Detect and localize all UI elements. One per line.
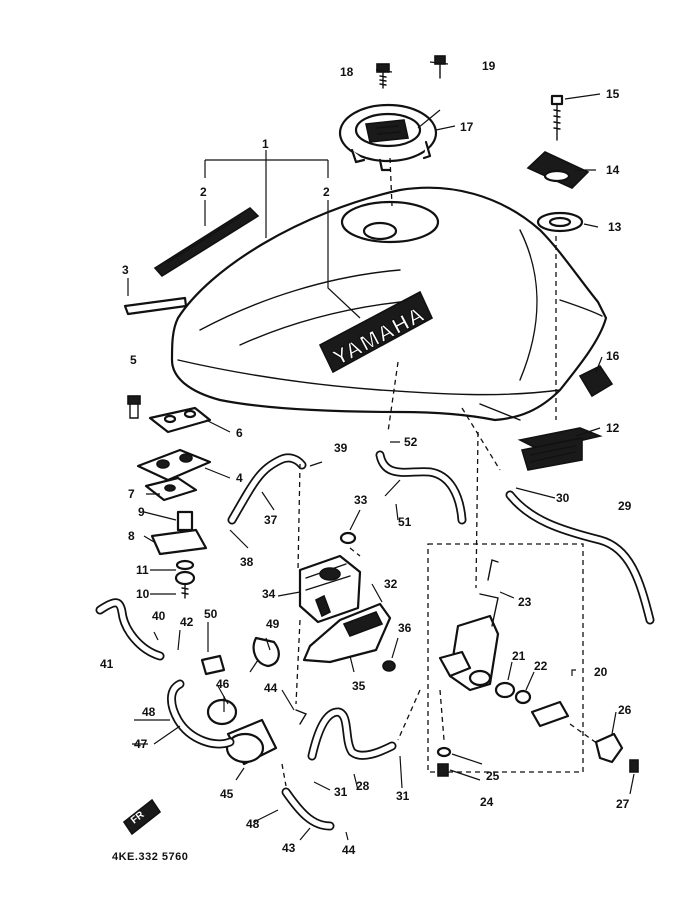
catalog-code: 4KE.332 5760 <box>112 851 188 863</box>
callout-49: 49 <box>266 617 280 631</box>
cover-plate <box>530 700 570 728</box>
callout-27: 27 <box>616 797 630 811</box>
callout-52: 52 <box>404 435 418 449</box>
fuel-hoses <box>95 450 655 831</box>
callout-21: 21 <box>512 649 526 663</box>
callout-labels: 1 2 2 3 5 6 4 7 9 8 11 10 12 13 14 15 16… <box>100 59 632 857</box>
callout-18: 18 <box>340 65 354 79</box>
callout-23: 23 <box>518 595 532 609</box>
callout-3: 3 <box>122 263 129 277</box>
callout-39: 39 <box>334 441 348 455</box>
callout-26: 26 <box>618 703 632 717</box>
callout-13: 13 <box>608 220 622 234</box>
callout-7: 7 <box>128 487 135 501</box>
callout-35: 35 <box>352 679 366 693</box>
fuel-pump-assembly-box <box>427 543 584 773</box>
callout-46: 46 <box>216 677 230 691</box>
callout-9: 9 <box>138 505 145 519</box>
rubber-damper <box>578 364 614 398</box>
sensor-26 <box>594 732 624 764</box>
callout-43: 43 <box>282 841 296 855</box>
callout-50: 50 <box>204 607 218 621</box>
callout-32: 32 <box>384 577 398 591</box>
callout-40: 40 <box>152 609 166 623</box>
tank-graphic-left <box>153 206 260 278</box>
callout-44-a: 44 <box>264 681 278 695</box>
callout-22: 22 <box>534 659 548 673</box>
fuel-pump <box>438 559 500 692</box>
screw-33 <box>339 531 357 545</box>
fuel-filter <box>206 698 278 766</box>
seal-21 <box>494 681 516 699</box>
callout-34: 34 <box>262 587 276 601</box>
callout-48-b: 48 <box>246 817 260 831</box>
hose-clip-49 <box>252 636 280 668</box>
callout-48-a: 48 <box>142 705 156 719</box>
callout-6: 6 <box>236 426 243 440</box>
callout-25: 25 <box>486 769 500 783</box>
washer-25 <box>436 746 452 758</box>
callout-11: 11 <box>136 563 149 577</box>
callout-33: 33 <box>354 493 368 507</box>
oring-22 <box>514 689 532 705</box>
assembly-guide-lines <box>281 157 599 787</box>
callout-1: 1 <box>262 137 269 151</box>
callout-2-right: 2 <box>323 185 330 199</box>
callout-45: 45 <box>220 787 234 801</box>
hose-clip-50 <box>200 654 226 676</box>
callout-41: 41 <box>100 657 114 671</box>
callout-17: 17 <box>460 120 474 134</box>
callout-31-a: 31 <box>334 785 348 799</box>
fuel-cap <box>338 103 438 172</box>
callout-10: 10 <box>136 587 150 601</box>
callout-30: 30 <box>556 491 570 505</box>
mount-bracket <box>526 151 590 189</box>
hose-clip-44 <box>295 709 308 725</box>
bolt-24 <box>437 763 449 777</box>
callout-36: 36 <box>398 621 412 635</box>
front-direction-indicator: FR <box>122 798 162 836</box>
callout-19: 19 <box>482 59 496 73</box>
callout-42: 42 <box>180 615 194 629</box>
callout-37: 37 <box>264 513 278 527</box>
callout-14: 14 <box>606 163 620 177</box>
mount-bracket-32 <box>342 610 384 638</box>
callout-51: 51 <box>398 515 412 529</box>
cap-screw <box>434 55 446 79</box>
fuel-cock <box>298 554 362 624</box>
nut-36 <box>382 660 396 672</box>
callout-47: 47 <box>134 737 148 751</box>
callout-29: 29 <box>618 499 632 513</box>
callout-15: 15 <box>606 87 620 101</box>
leader-lines <box>127 61 635 841</box>
callout-20: 20 <box>594 665 608 679</box>
callout-4: 4 <box>236 471 243 485</box>
knee-pad <box>123 296 188 316</box>
callout-44-b: 44 <box>342 843 356 857</box>
cap-bolt <box>376 63 390 89</box>
screw-27 <box>629 759 639 773</box>
front-mount-set <box>127 395 212 599</box>
callout-24: 24 <box>480 795 494 809</box>
callout-16: 16 <box>606 349 620 363</box>
fuel-tank <box>170 186 608 422</box>
callout-8: 8 <box>128 529 135 543</box>
callout-2-left: 2 <box>200 185 207 199</box>
mount-bolt <box>550 94 564 141</box>
callout-12: 12 <box>606 421 620 435</box>
callout-28: 28 <box>356 779 370 793</box>
rear-rubber-seat <box>517 427 603 471</box>
callout-5: 5 <box>130 353 137 367</box>
callout-31-b: 31 <box>396 789 410 803</box>
callout-38: 38 <box>240 555 254 569</box>
